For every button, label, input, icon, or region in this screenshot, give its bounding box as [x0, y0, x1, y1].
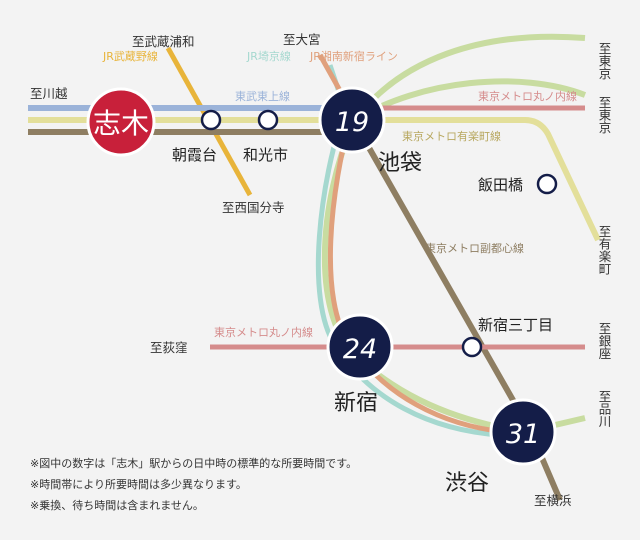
wakoshi-name: 和光市 [243, 146, 288, 164]
saikyo-line-label: JR埼京線 [246, 49, 291, 63]
ikebukuro-hub-marker[interactable] [318, 86, 386, 154]
dest-kawagoe: 至川越 [30, 86, 68, 101]
shinjuku-hub-marker[interactable] [326, 313, 394, 381]
marunouchi-west-line-label: 東京メトロ丸ノ内線 [214, 325, 313, 339]
shibuya-minutes: 31 [506, 419, 540, 450]
shinjuku-sanchome-station-marker[interactable] [461, 336, 483, 358]
iidabashi-station-marker[interactable] [536, 173, 558, 195]
asakadai-name: 朝霞台 [172, 146, 217, 164]
dest-musashi-urawa: 至武蔵浦和 [132, 34, 195, 49]
note-3: ※乗換、待ち時間は含まれません。 [30, 499, 204, 512]
dest-shinagawa: 至品川 [597, 390, 612, 428]
dest-ginza: 至銀座 [597, 322, 612, 360]
dest-omiya: 至大宮 [283, 32, 321, 47]
shinjuku-minutes: 24 [343, 334, 377, 365]
shonan-line-label: JR湘南新宿ライン [309, 49, 398, 63]
shinjuku-name: 新宿 [334, 391, 378, 416]
yurakucho-line [28, 117, 601, 242]
ikebukuro-minutes: 19 [335, 107, 369, 138]
dest-nishi-kokubunji: 至西国分寺 [222, 200, 285, 215]
dest-ogikubo: 至荻窪 [150, 340, 188, 355]
shibuya-hub-marker[interactable] [489, 398, 557, 466]
yamanote-line-south [321, 118, 586, 436]
dest-tokyo-1: 至東京 [597, 42, 612, 80]
fukutoshin-line-label: 東京メトロ副都心線 [425, 241, 524, 255]
wakoshi-station-marker[interactable] [257, 109, 279, 131]
origin-station-marker[interactable] [86, 87, 156, 157]
shibuya-name: 渋谷 [445, 471, 489, 496]
iidabashi-name: 飯田橋 [478, 176, 523, 194]
dest-shin-kiba: 至有楽町 [597, 225, 612, 275]
tobu-tojo-line-label: 東武東上線 [235, 89, 290, 103]
shinjuku-sanchome-name: 新宿三丁目 [478, 316, 553, 334]
dest-tokyo-2: 至東京 [597, 96, 612, 134]
ikebukuro-name: 池袋 [378, 151, 422, 176]
asakadai-station-marker[interactable] [200, 109, 222, 131]
musashino-line-label: JR武蔵野線 [102, 49, 158, 63]
origin-station-label: 志木 [93, 107, 149, 140]
yurakucho-line-label: 東京メトロ有楽町線 [402, 129, 501, 143]
marunouchi-north-line-label: 東京メトロ丸ノ内線 [478, 89, 577, 103]
dest-yokohama: 至横浜 [534, 493, 572, 508]
note-2: ※時間帯により所要時間は多少異なります。 [30, 478, 247, 491]
notes: ※図中の数字は「志木」駅からの日中時の標準的な所要時間です。 ※時間帯により所要… [30, 453, 357, 516]
note-1: ※図中の数字は「志木」駅からの日中時の標準的な所要時間です。 [30, 457, 358, 470]
